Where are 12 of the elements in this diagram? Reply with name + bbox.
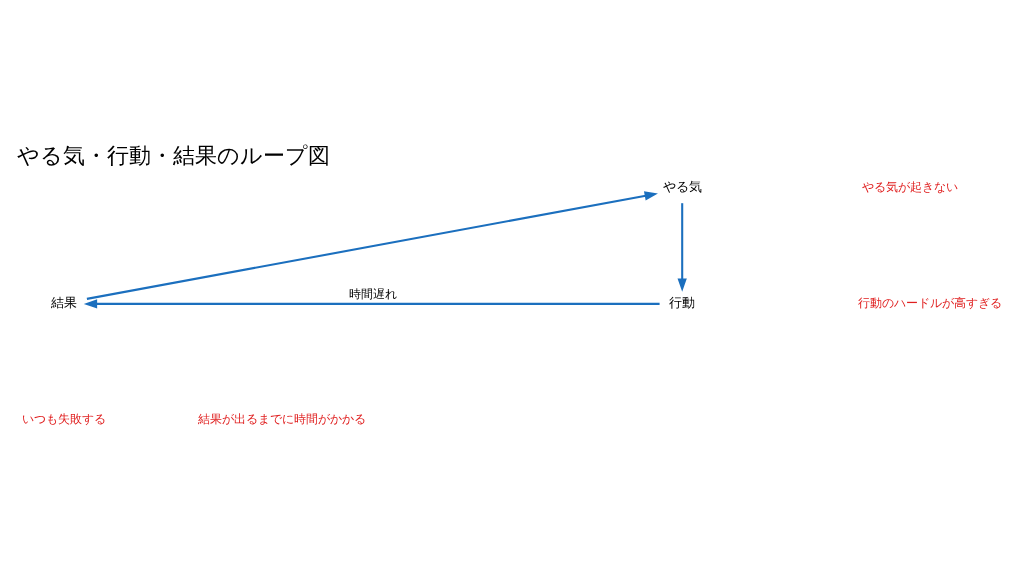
label: 行動のハードルが高すぎる — [857, 294, 1002, 310]
diagram-title: やる気・行動・結果のループ図 — [16, 142, 330, 168]
label: 結果が出るまでに時間がかかる — [197, 410, 366, 426]
arrow — [677, 202, 687, 292]
arrow — [83, 298, 660, 309]
label: いつも失敗する — [21, 410, 106, 426]
arrow — [86, 190, 658, 300]
node-text: やる気 — [662, 178, 702, 194]
node-text: 行動 — [668, 294, 695, 310]
node-text: 結果 — [50, 294, 77, 310]
edge-label: 時間遅れ — [348, 286, 397, 301]
label: やる気が起きない — [861, 178, 958, 194]
